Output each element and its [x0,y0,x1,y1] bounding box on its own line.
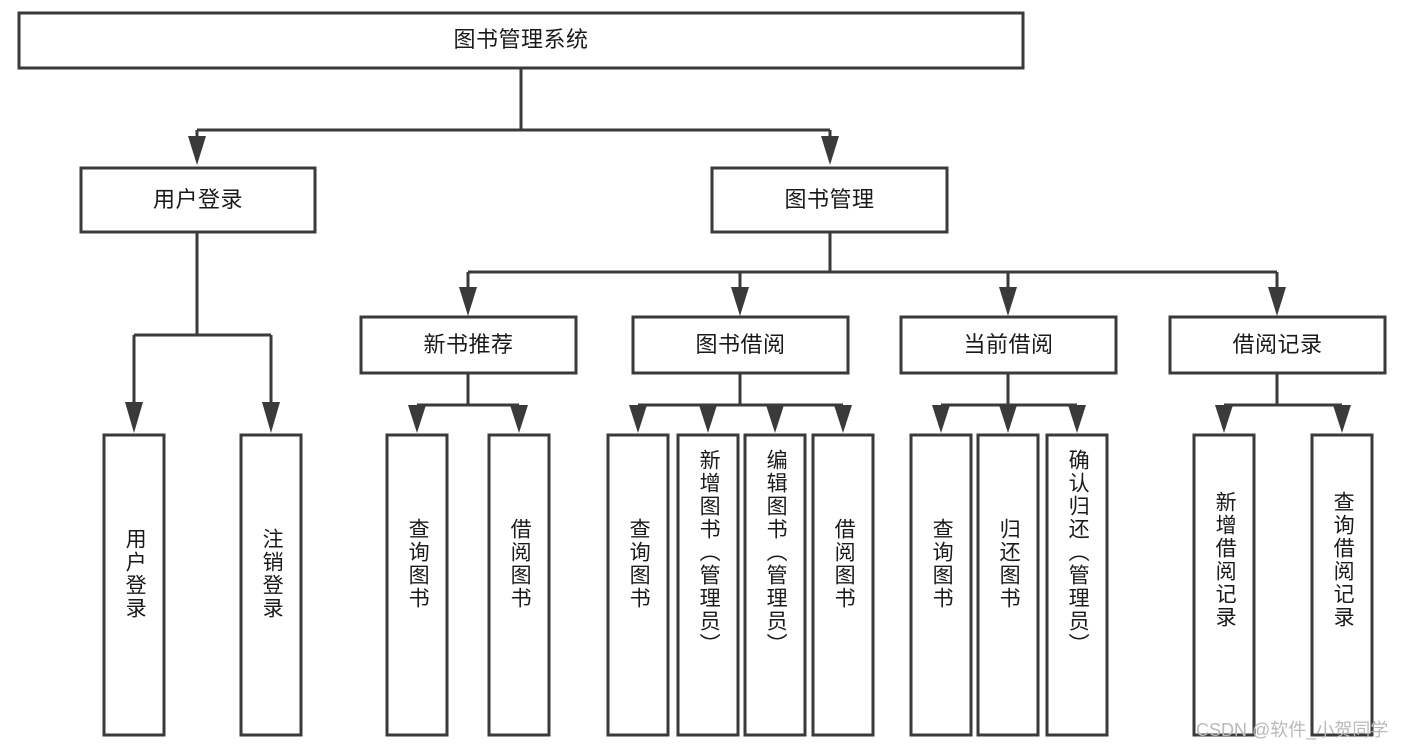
arrowhead-book-borrow [731,287,749,316]
node-box-user-login[interactable] [79,166,317,234]
node-box-leaf-confirm-return[interactable] [1045,433,1109,737]
arrowhead-leaf-query-book-2 [629,405,647,433]
node-box-current-borrow[interactable] [899,315,1118,375]
arrowhead-leaf-logout [262,402,280,433]
node-box-leaf-logout[interactable] [239,433,303,737]
arrowhead-leaf-return-book [999,405,1017,433]
node-box-leaf-edit-book[interactable] [743,433,807,737]
arrowhead-leaf-query-book-1 [408,405,426,433]
node-box-leaf-query-book-1[interactable] [385,433,449,737]
connector-group-book-manage [459,232,1286,316]
node-box-leaf-user-login[interactable] [102,433,166,737]
connector-group-book-borrow [629,373,852,433]
arrowhead-leaf-confirm-return [1068,405,1086,433]
arrowhead-leaf-user-login [125,402,143,433]
node-box-leaf-query-record[interactable] [1310,433,1374,737]
arrowhead-new-book-rec [459,287,477,316]
node-box-book-manage[interactable] [710,166,949,234]
arrowhead-leaf-query-book-3 [932,405,950,433]
node-box-borrow-record[interactable] [1168,315,1387,375]
node-box-new-book-rec[interactable] [359,315,578,375]
arrowhead-borrow-record [1268,287,1286,316]
arrowhead-leaf-borrow-book-2 [834,405,852,433]
node-box-leaf-query-book-2[interactable] [606,433,670,737]
node-box-leaf-return-book[interactable] [976,433,1040,737]
arrowhead-leaf-add-book [699,405,717,433]
node-box-leaf-borrow-book-2[interactable] [811,433,875,737]
arrowhead-current-borrow [999,287,1017,316]
node-box-leaf-add-book[interactable] [676,433,740,737]
arrowhead-user-login [188,136,206,165]
node-box-book-borrow[interactable] [631,315,850,375]
connector-group-user-login [125,232,280,433]
node-box-leaf-query-book-3[interactable] [909,433,973,737]
node-box-leaf-borrow-book-1[interactable] [487,433,551,737]
node-box-leaf-add-record[interactable] [1192,433,1256,737]
arrowhead-leaf-add-record [1215,405,1233,433]
connector-group-current-borrow [932,373,1086,433]
connector-group-borrow-record [1215,373,1351,433]
node-box-root[interactable] [17,11,1025,70]
connector-group-root [188,68,839,165]
arrowhead-book-manage [821,136,839,165]
watermark-text: CSDN @软件_小贺同学 [1196,720,1389,740]
connector-group-new-book-rec [408,373,528,433]
arrowhead-leaf-query-record [1333,405,1351,433]
arrowhead-leaf-borrow-book-1 [510,405,528,433]
arrowhead-leaf-edit-book [766,405,784,433]
